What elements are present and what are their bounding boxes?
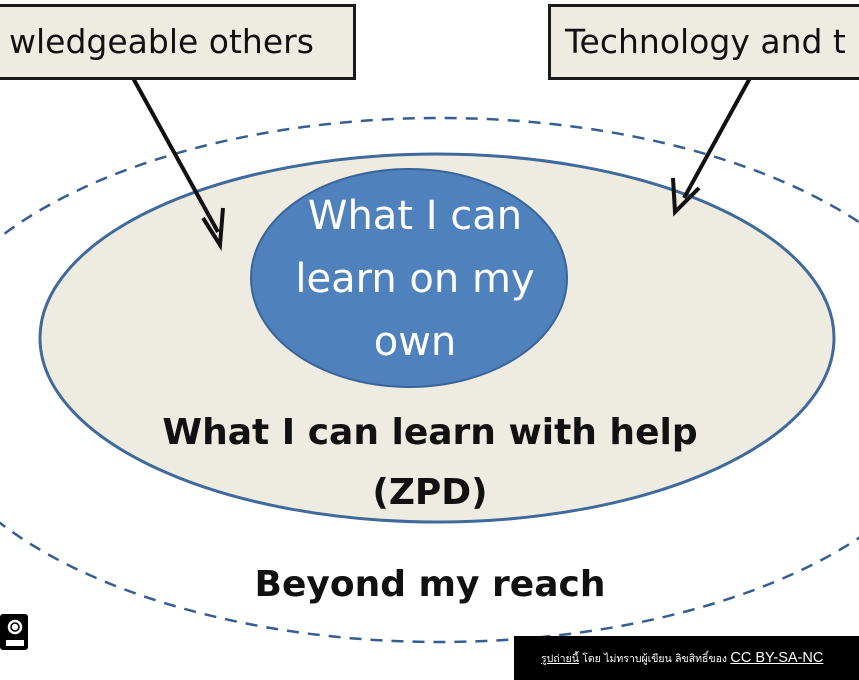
learn-on-own-zone — [250, 168, 568, 388]
photo-credit-bar: รูปถ่ายนี้ โดย ไม่ทราบผู้เขียน ลิขสิทธิ์… — [514, 636, 859, 680]
beyond-reach-zone — [0, 116, 859, 644]
beyond-reach-label: Beyond my reach — [254, 564, 606, 605]
technology-label: Technology and t — [565, 22, 846, 61]
license-link[interactable]: CC BY-SA-NC — [730, 650, 824, 666]
inner-line: learn on my — [295, 256, 535, 302]
zpd-line: (ZPD) — [372, 472, 488, 513]
knowledgeable-others-label: wledgeable others — [9, 22, 314, 61]
zpd-line: What I can learn with help — [162, 412, 698, 453]
credit-author-text: โดย ไม่ทราบผู้เขียน ลิขสิทธิ์ของ — [578, 653, 731, 665]
technology-callout: Technology and t — [548, 4, 859, 80]
zpd-label: What I can learn with help (ZPD) — [130, 403, 730, 523]
arrow-right — [671, 77, 752, 217]
arrow-left — [131, 77, 225, 252]
learn-on-own-label: What I can learn on my own — [280, 185, 550, 374]
photo-link[interactable]: รูปถ่ายนี้ — [541, 653, 579, 665]
knowledgeable-others-callout: wledgeable others — [0, 4, 356, 80]
inner-line: own — [373, 319, 457, 365]
inner-line: What I can — [307, 193, 523, 239]
cc-license-icon[interactable] — [0, 612, 32, 652]
